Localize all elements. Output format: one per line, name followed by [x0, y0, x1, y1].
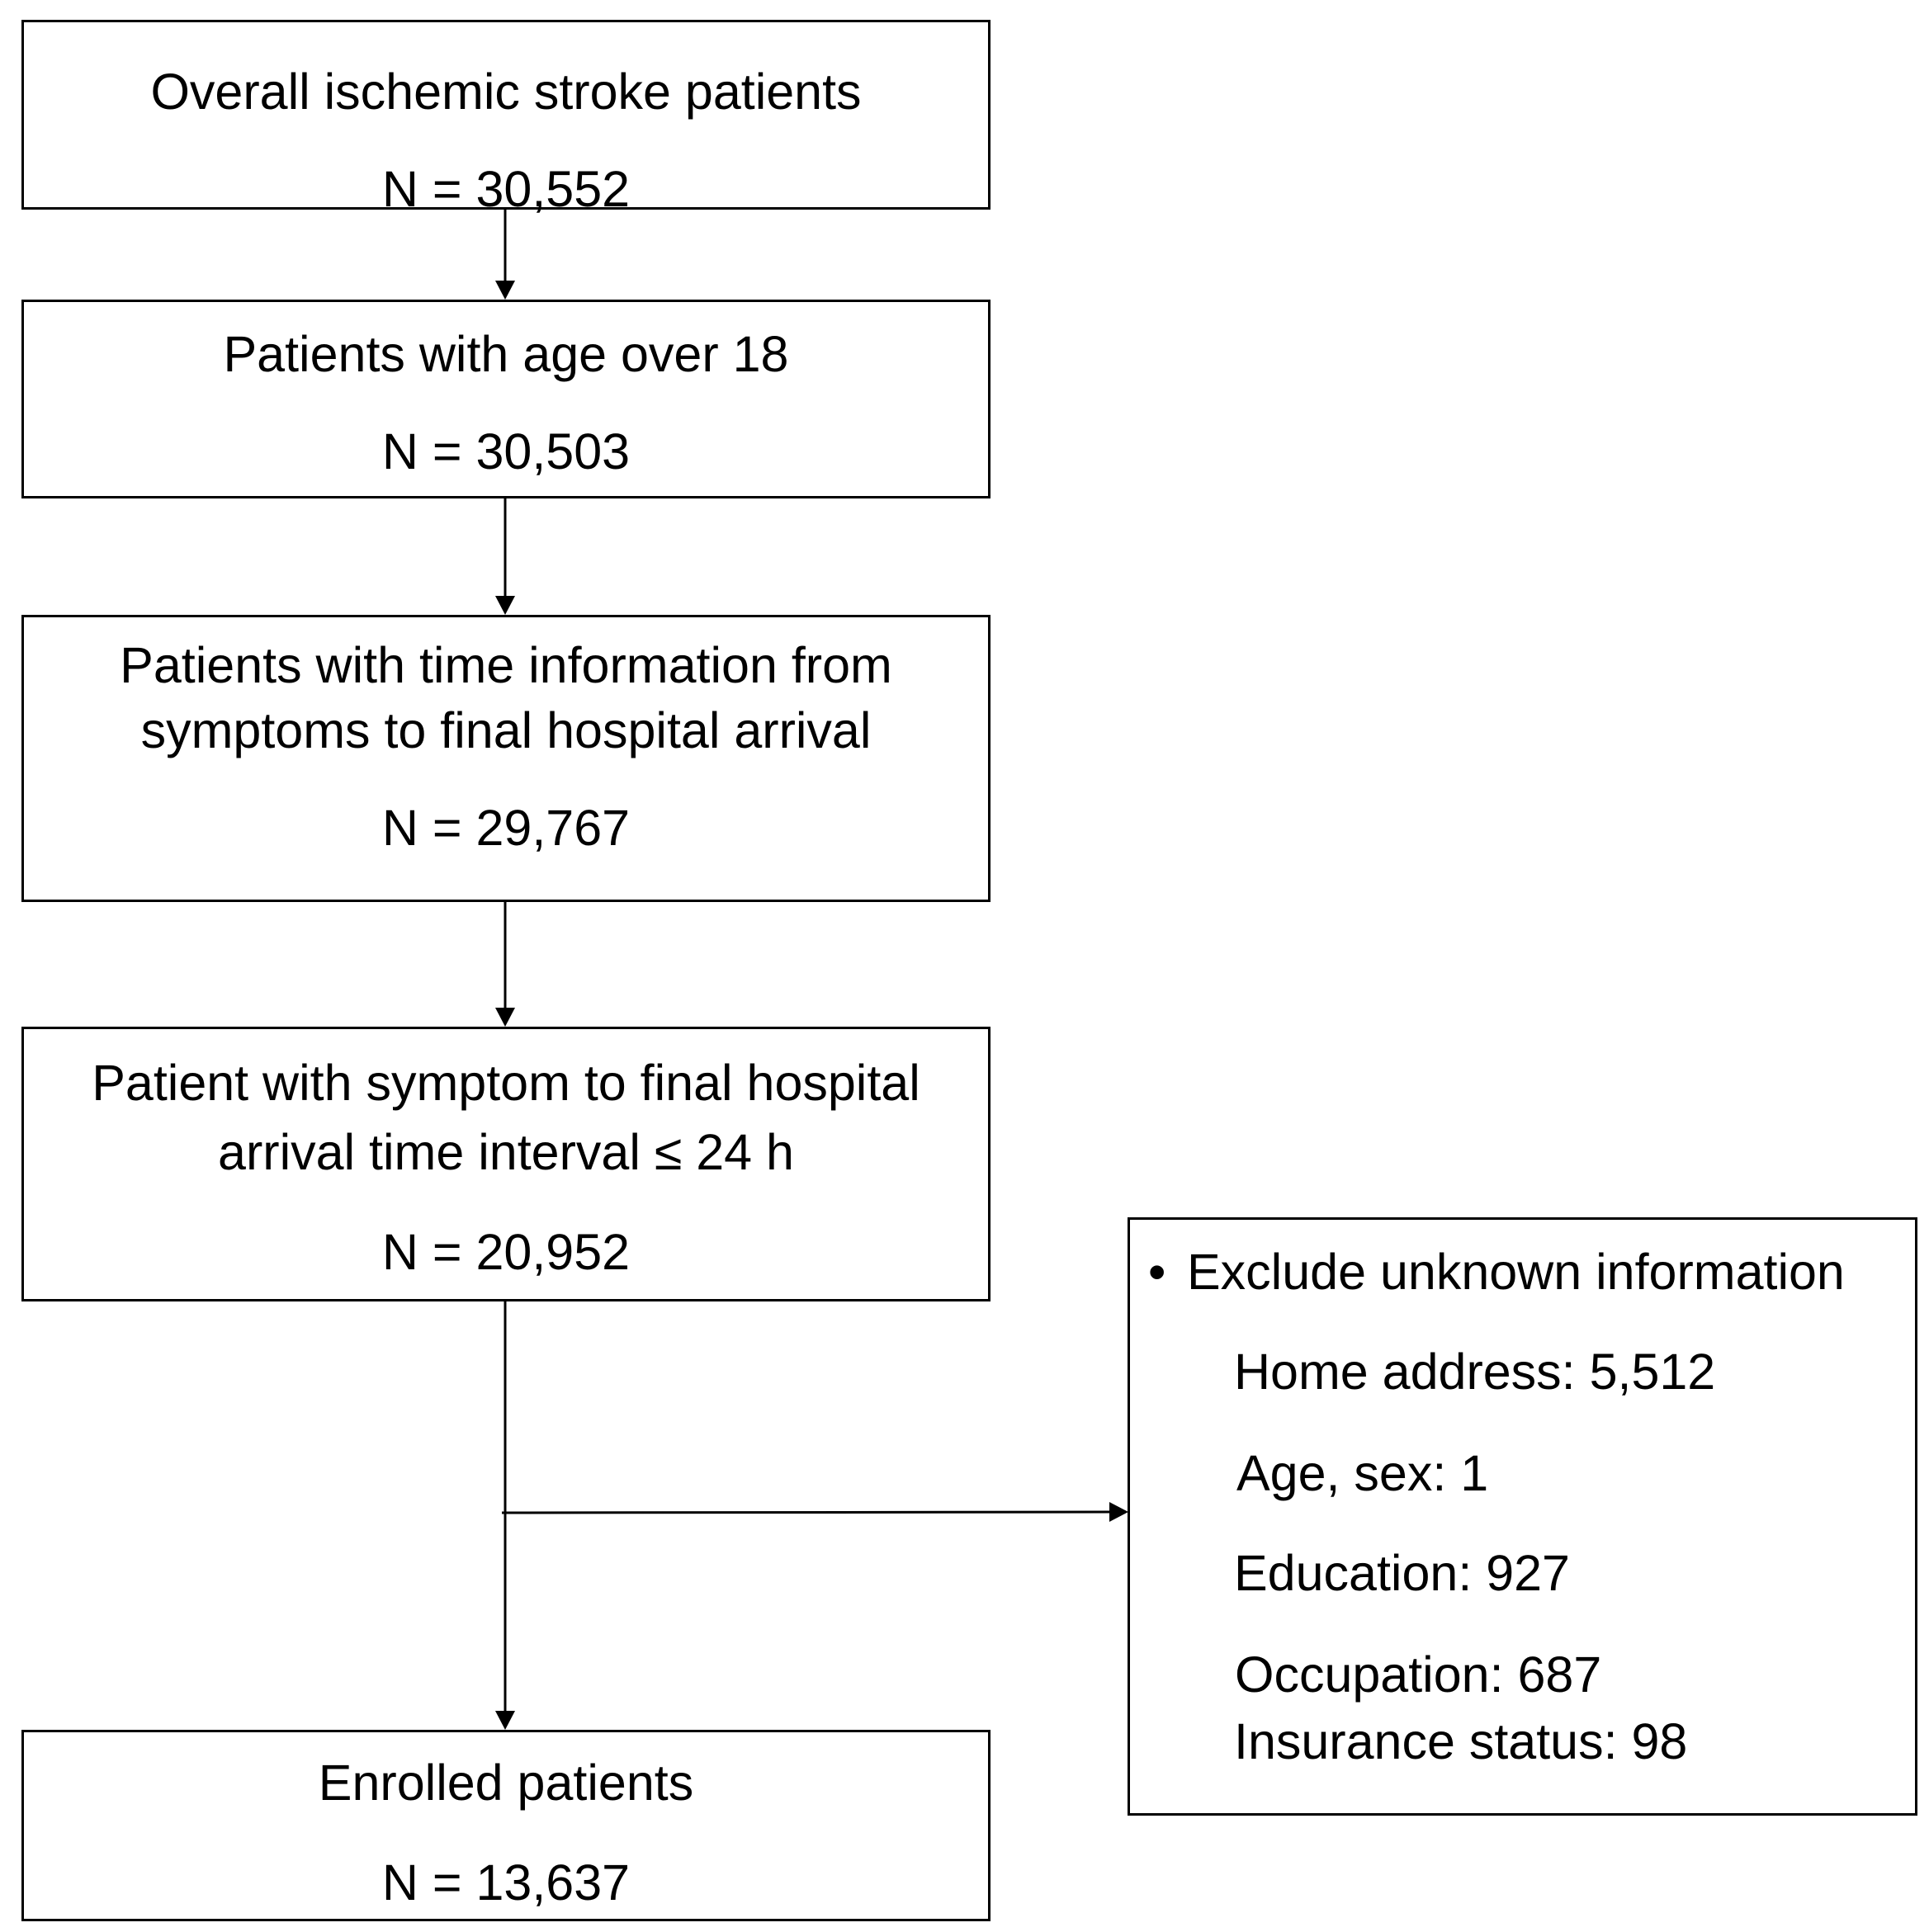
connector-branch — [501, 1510, 1113, 1514]
box-label-line-2: arrival time interval ≤ 24 h — [218, 1124, 794, 1180]
arrowhead-down-4 — [495, 1711, 515, 1730]
arrowhead-down-1 — [495, 281, 515, 300]
arrowhead-down-2 — [495, 596, 515, 615]
box-count: N = 13,637 — [381, 1854, 631, 1911]
flow-box-enrolled: Enrolled patients N = 13,637 — [21, 1730, 991, 1921]
flow-box-age: Patients with age over 18 N = 30,503 — [21, 300, 991, 498]
exclusion-bullet: • — [1148, 1244, 1166, 1300]
flow-box-time-info: Patients with time information from symp… — [21, 615, 991, 902]
exclusion-item-home-address: Home address: 5,512 — [1234, 1344, 1716, 1400]
box-label-line-2: symptoms to final hospital arrival — [140, 702, 872, 758]
box-count: N = 29,767 — [381, 800, 631, 856]
flow-box-overall: Overall ischemic stroke patients N = 30,… — [21, 20, 991, 217]
arrowhead-right — [1109, 1502, 1128, 1522]
arrowhead-down-3 — [495, 1008, 515, 1027]
exclusion-item-occupation: Occupation: 687 — [1235, 1646, 1602, 1703]
box-label: Overall ischemic stroke patients — [150, 64, 862, 120]
exclusion-item-age-sex: Age, sex: 1 — [1236, 1445, 1489, 1501]
flow-box-24h: Patient with symptom to final hospital a… — [21, 1027, 991, 1301]
exclusion-item-insurance: Insurance status: 98 — [1234, 1713, 1688, 1769]
box-count: N = 30,552 — [381, 161, 631, 217]
box-count: N = 20,952 — [381, 1224, 631, 1280]
box-label: Enrolled patients — [318, 1755, 694, 1811]
box-label: Patients with age over 18 — [223, 326, 789, 382]
box-label-line-1: Patients with time information from — [120, 637, 892, 693]
exclusion-box: • Exclude unknown information Home addre… — [1128, 1217, 1917, 1816]
exclusion-heading: Exclude unknown information — [1187, 1244, 1845, 1300]
box-count: N = 30,503 — [381, 423, 631, 479]
box-label-line-1: Patient with symptom to final hospital — [92, 1055, 920, 1111]
exclusion-item-education: Education: 927 — [1234, 1545, 1570, 1601]
